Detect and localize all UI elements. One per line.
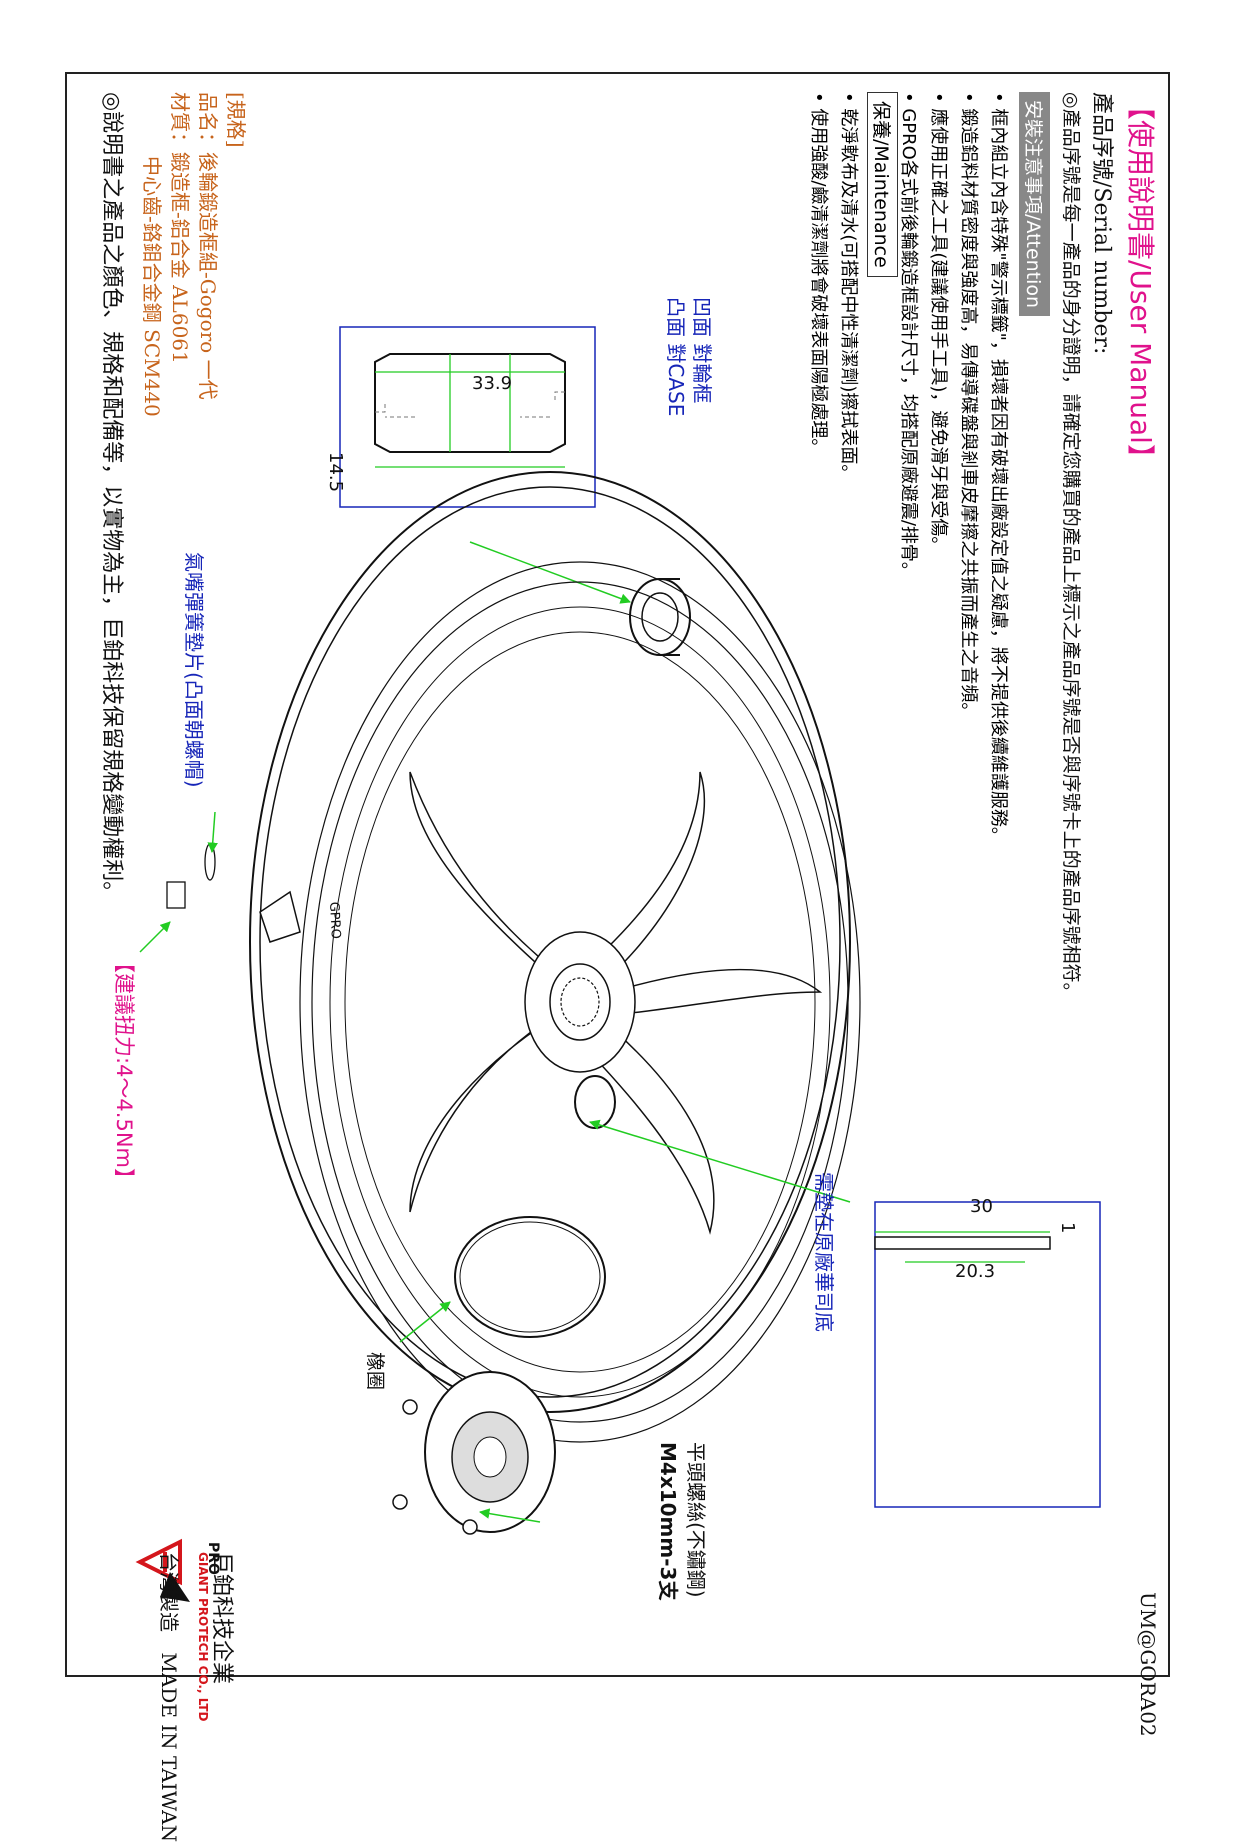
bearing-notes: 凹面 對輪框 凸面 對CASE [663, 297, 715, 416]
company-name-cn: 巨鉑科技企業 [209, 1552, 234, 1685]
company-logo [135, 1538, 190, 1602]
washer-dim-od: 30 [970, 1196, 993, 1217]
bearing-dim-height: 14.5 [325, 452, 346, 492]
valve-washer-note: 氣嘴彈簧墊片(凸面朝螺帽) [182, 552, 206, 788]
exploded-drawing: 33.9 14.5 [135, 326, 1101, 1602]
manual-sheet: 【使用說明書/User Manual】 產品序號/Serial number: … [65, 72, 1170, 1842]
screw-spec-line1: 平頭螺絲(不鏽鋼) [684, 1442, 708, 1598]
made-in-en: MADE IN TAIWAN [157, 1652, 181, 1842]
company-name-en: GIANT PROTECH CO., LTD [196, 1552, 210, 1722]
bearing-part [629, 578, 691, 656]
bearing-section-shape [374, 353, 566, 453]
bearing-note-rim: 凹面 對輪框 [690, 297, 714, 404]
washer-note: 需墊在原廠華司底 [812, 1172, 836, 1332]
made-in-taiwan: 台灣製造 MADE IN TAIWAN [156, 1552, 185, 1842]
washer-dim-thickness: 1 [1057, 1222, 1078, 1233]
bearing-detail-box [339, 326, 596, 508]
hub-cover [424, 1371, 556, 1533]
washer-detail-box [874, 1201, 1101, 1508]
rear-wheel: GPRO [249, 471, 861, 1443]
document-code: UM@GORA02 [1136, 1592, 1160, 1737]
washer-dim-id: 20.3 [955, 1261, 995, 1282]
bearing-dim-width: 33.9 [472, 373, 512, 394]
o-ring [454, 1216, 606, 1338]
screw-spec-line2: M4x10mm-3支 [656, 1442, 680, 1601]
flat-head-screws [392, 1399, 478, 1535]
rim-brand-mark: GPRO [326, 901, 343, 939]
screw-spec: 平頭螺絲(不鏽鋼) M4x10mm-3支 [654, 1442, 710, 1600]
o-ring-label: 橡圈 [364, 1352, 386, 1391]
made-in-cn: 台灣製造 [157, 1552, 181, 1632]
washer-section [874, 1236, 1051, 1250]
valve-cap [166, 881, 186, 909]
hub-washer-seat [574, 1075, 616, 1129]
torque-note: 【建議扭力:4～4.5Nm】 [112, 952, 136, 1189]
valve-spring-washer [204, 843, 216, 881]
bearing-note-case: 凸面 對CASE [664, 297, 688, 417]
valve-stem [259, 890, 301, 943]
page-frame [65, 72, 1170, 1677]
